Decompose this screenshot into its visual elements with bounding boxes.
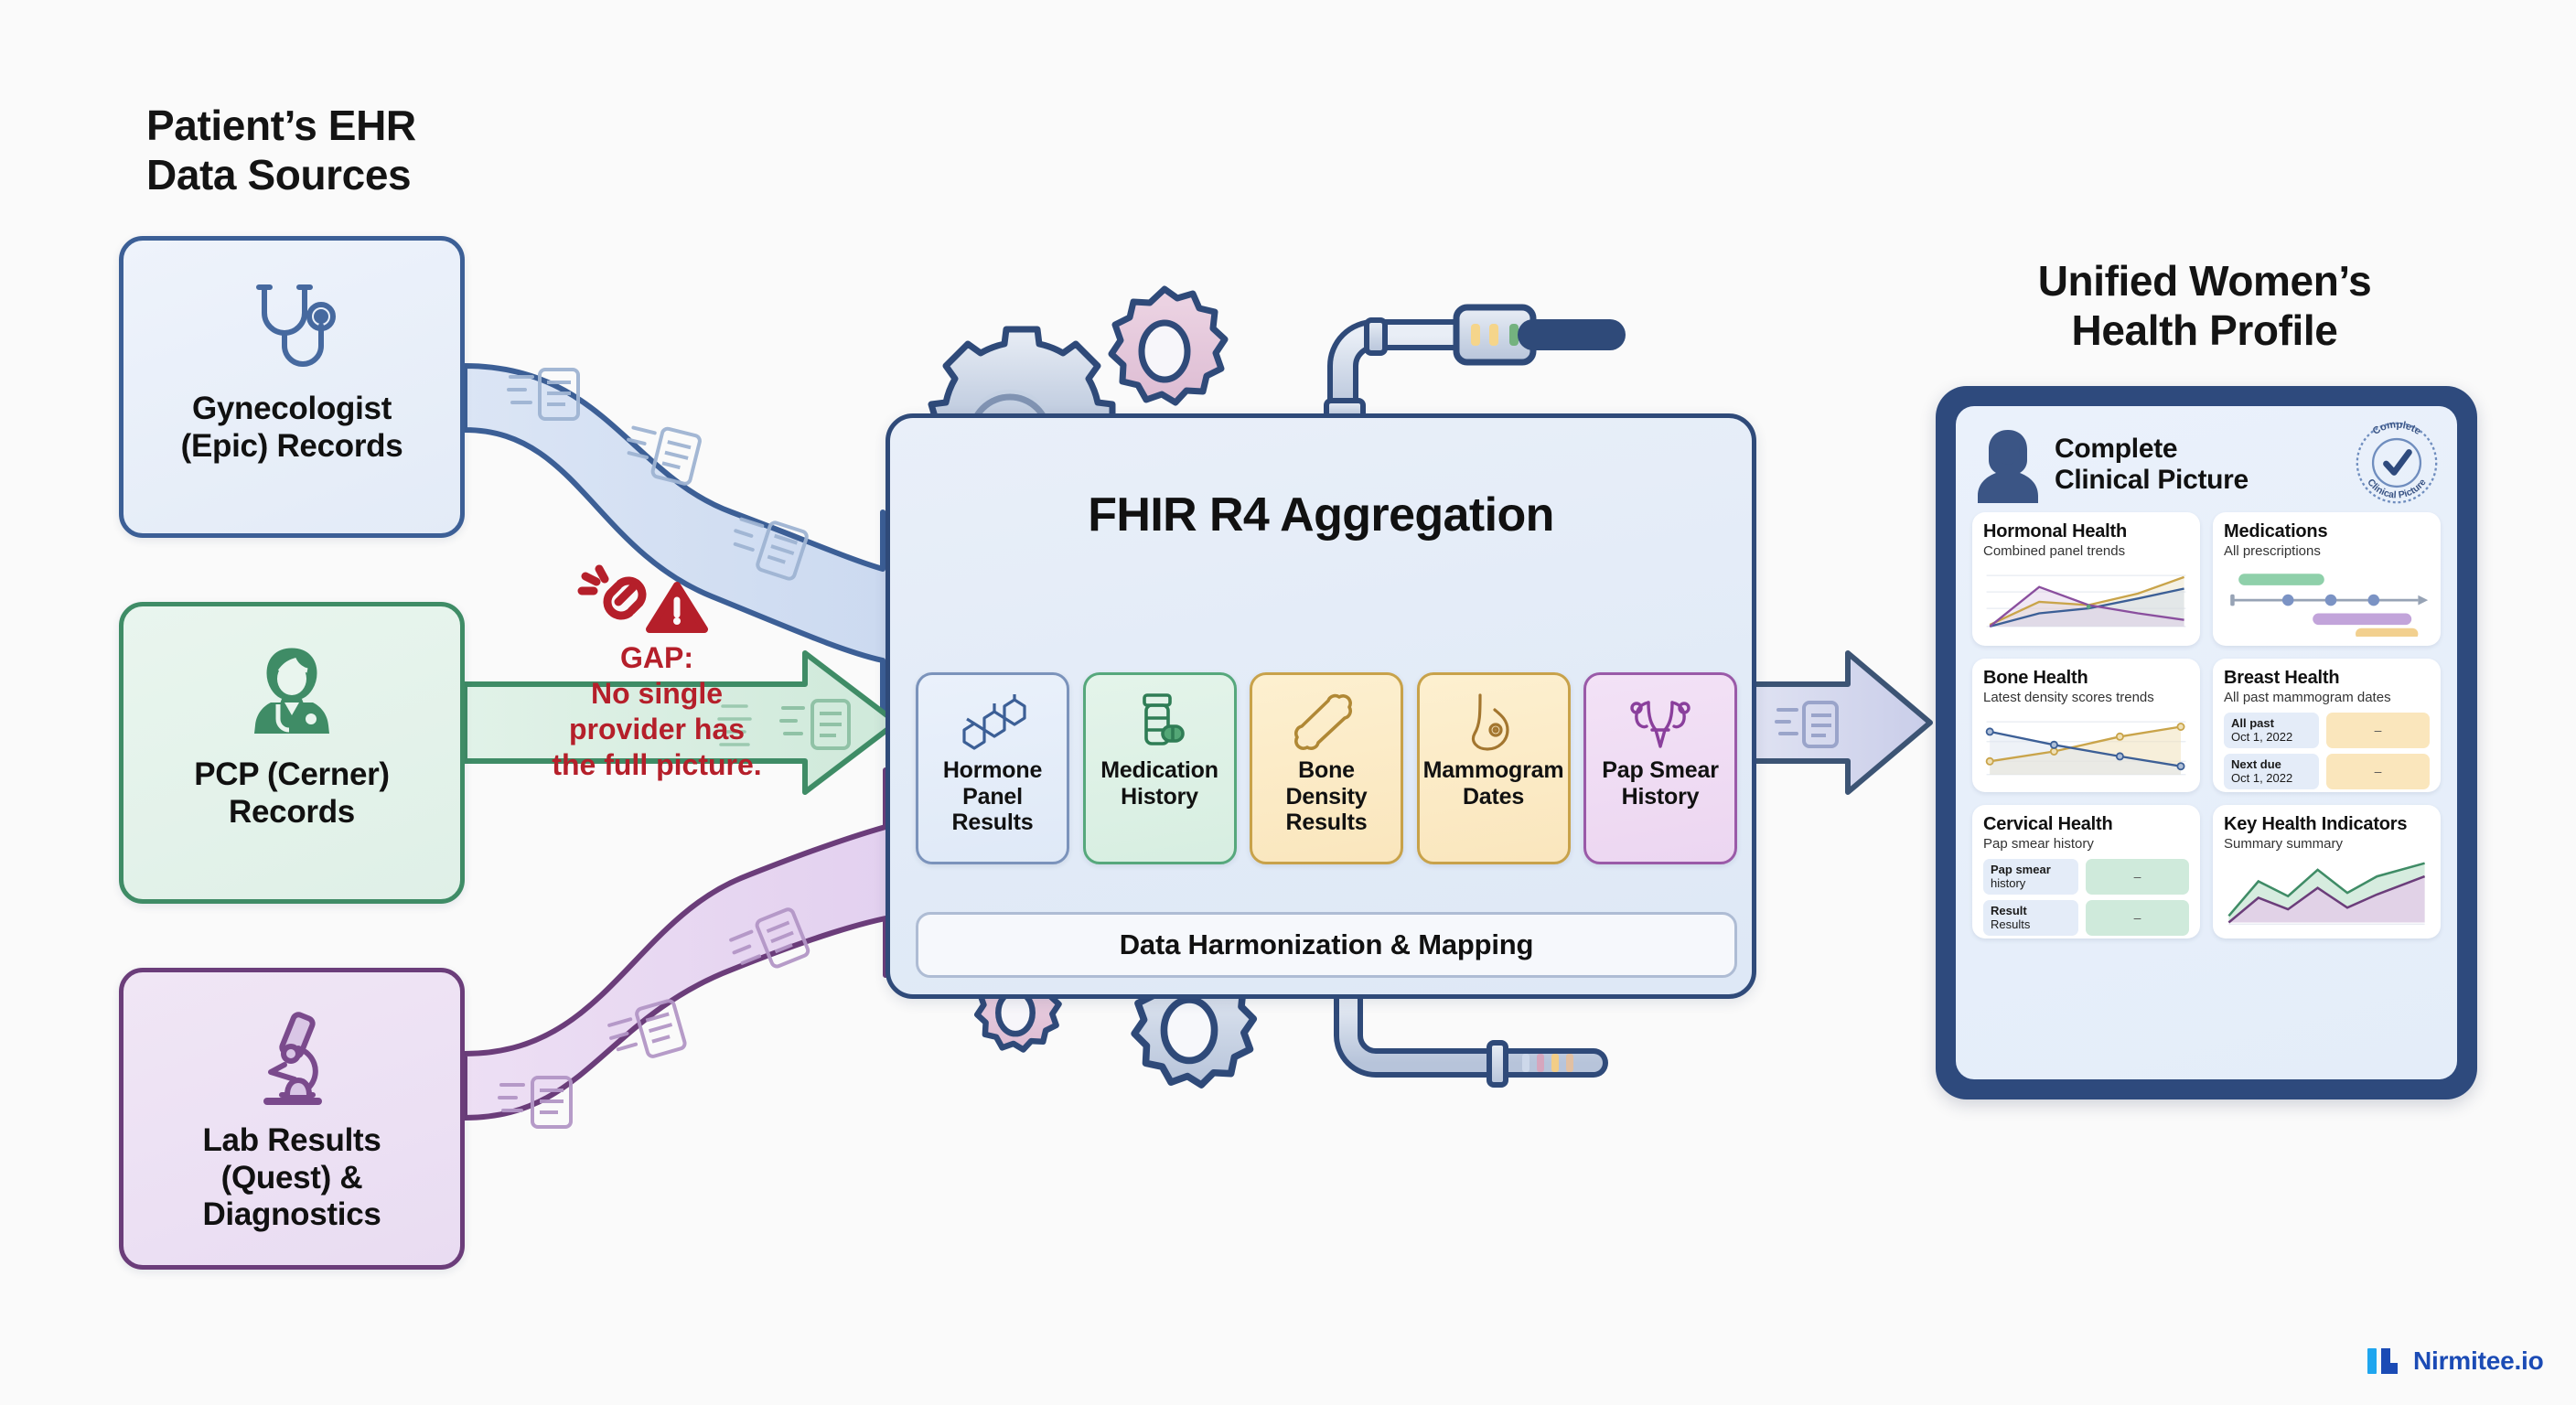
gap-line1: No single — [590, 677, 723, 711]
table-row: Result Results – — [1983, 899, 2189, 936]
hub-card-medication-history[interactable]: Medication History — [1082, 672, 1237, 864]
bone-icon — [1294, 688, 1358, 756]
hormonal-health-chart — [1983, 565, 2189, 641]
nirmitee-logo-icon — [2367, 1348, 2398, 1374]
tablet-card-medications[interactable]: Medications All prescriptions — [2213, 512, 2441, 646]
left-title-line2: Data Sources — [146, 151, 412, 199]
source-box-gynecologist[interactable]: Gynecologist (Epic) Records — [119, 236, 465, 538]
right-section-title: Unified Women’s Health Profile — [1958, 256, 2452, 356]
tablet-card-cervical-health[interactable]: Cervical Health Pap smear history Pap sm… — [1972, 805, 2200, 938]
machinery-top — [928, 285, 1626, 439]
flow-arrow-pcp — [462, 650, 899, 795]
cervical-health-rows: Pap smear history – Result Results – — [1983, 858, 2189, 936]
hub-card-label-medication-history: Medication History — [1100, 757, 1218, 810]
hub-card-label-mammogram-dates: Mammogram Dates — [1422, 757, 1564, 810]
warning-triangle-icon — [646, 582, 708, 633]
source-label-lab: Lab Results (Quest) & Diagnostics — [202, 1122, 381, 1233]
hub-title: FHIR R4 Aggregation — [1088, 488, 1554, 542]
source-label-gynecologist: Gynecologist (Epic) Records — [180, 391, 403, 464]
source-box-pcp[interactable]: PCP (Cerner) Records — [119, 602, 465, 904]
breast-icon — [1462, 688, 1526, 756]
source-box-lab[interactable]: Lab Results (Quest) & Diagnostics — [119, 968, 465, 1270]
gap-icons — [577, 564, 708, 633]
table-row: Pap smear history – — [1983, 858, 2189, 895]
stethoscope-icon — [234, 268, 349, 385]
flow-arrow-output — [1750, 650, 1933, 795]
data-harmonization-bar[interactable]: Data Harmonization & Mapping — [916, 912, 1737, 978]
medications-timeline — [2224, 565, 2430, 641]
tablet-screen: Complete Clinical Picture Complete Clini… — [1956, 406, 2457, 1079]
gap-line2: provider has — [568, 713, 746, 746]
svg-text:Complete: Complete — [2371, 419, 2423, 437]
right-title-line1: Unified Women’s — [2037, 257, 2372, 305]
woman-avatar-icon — [1978, 430, 2038, 503]
breast-health-rows: All past Oct 1, 2022 – Next due Oct 1, 2… — [2224, 712, 2430, 789]
key-indicators-chart — [2224, 858, 2430, 934]
badge-text-bottom: Clinical Picture — [2365, 477, 2428, 500]
tablet-card-breast-health[interactable]: Breast Health All past mammogram dates A… — [2213, 659, 2441, 792]
profile-header: Complete Clinical Picture — [1972, 421, 2441, 509]
tablet-device: Complete Clinical Picture Complete Clini… — [1936, 386, 2477, 1099]
row-value: – — [2086, 858, 2189, 895]
pipe-bottom — [1334, 984, 1608, 1088]
pill-bottle-icon — [1128, 688, 1192, 756]
tablet-card-hormonal-health[interactable]: Hormonal Health Combined panel trends — [1972, 512, 2200, 646]
right-title-line2: Health Profile — [2071, 306, 2338, 355]
gear-pink-icon — [1108, 285, 1229, 406]
tablet-card-key-health-indicators[interactable]: Key Health Indicators Summary summary — [2213, 805, 2441, 938]
hub-card-bone-density[interactable]: Bone Density Results — [1250, 672, 1403, 864]
row-value: – — [2326, 753, 2430, 789]
complete-clinical-picture-badge: Complete Clinical Picture — [2356, 419, 2438, 504]
pipe-top — [1324, 304, 1626, 429]
hub-card-hormone-panel[interactable]: Hormone Panel Results — [916, 672, 1069, 864]
fhir-aggregation-hub[interactable]: FHIR R4 Aggregation Hormone Panel Result… — [886, 413, 1756, 999]
row-value: – — [2086, 899, 2189, 936]
hub-card-mammogram-dates[interactable]: Mammogram Dates — [1416, 672, 1571, 864]
left-title-line1: Patient’s EHR — [146, 102, 416, 149]
hub-card-pap-smear[interactable]: Pap Smear History — [1583, 672, 1737, 864]
hormone-molecule-icon — [957, 688, 1028, 756]
row-value: – — [2326, 712, 2430, 748]
tablet-card-bone-health[interactable]: Bone Health Latest density scores trends — [1972, 659, 2200, 792]
source-label-pcp: PCP (Cerner) Records — [194, 756, 390, 830]
brand-logo[interactable]: Nirmitee.io — [2367, 1345, 2544, 1378]
gap-callout: GAP: No single provider has the full pic… — [538, 640, 776, 783]
logo-text: Nirmitee.io — [2413, 1346, 2544, 1375]
tablet-card-grid: Hormonal Health Combined panel trends — [1972, 512, 2441, 938]
microscope-icon — [234, 1000, 349, 1117]
broken-link-icon — [577, 564, 647, 620]
doctor-icon — [234, 634, 349, 751]
profile-name: Complete Clinical Picture — [2055, 434, 2249, 495]
gap-title: GAP: — [620, 641, 693, 674]
table-row: All past Oct 1, 2022 – — [2224, 712, 2430, 748]
table-row: Next due Oct 1, 2022 – — [2224, 753, 2430, 789]
uterus-icon — [1626, 688, 1694, 756]
flow-arrow-gynecologist — [462, 363, 1000, 720]
hub-card-label-hormone-panel: Hormone Panel Results — [942, 757, 1043, 835]
svg-text:Clinical Picture: Clinical Picture — [2365, 477, 2428, 500]
hub-card-label-pap-smear: Pap Smear History — [1602, 757, 1719, 810]
hub-card-row: Hormone Panel Results Medication — [916, 672, 1737, 864]
badge-text-top: Complete — [2371, 419, 2423, 437]
hub-card-label-bone-density: Bone Density Results — [1285, 757, 1368, 835]
gap-line3: the full picture. — [552, 748, 762, 782]
bone-health-chart — [1983, 712, 2189, 788]
left-section-title: Patient’s EHR Data Sources — [146, 101, 531, 200]
